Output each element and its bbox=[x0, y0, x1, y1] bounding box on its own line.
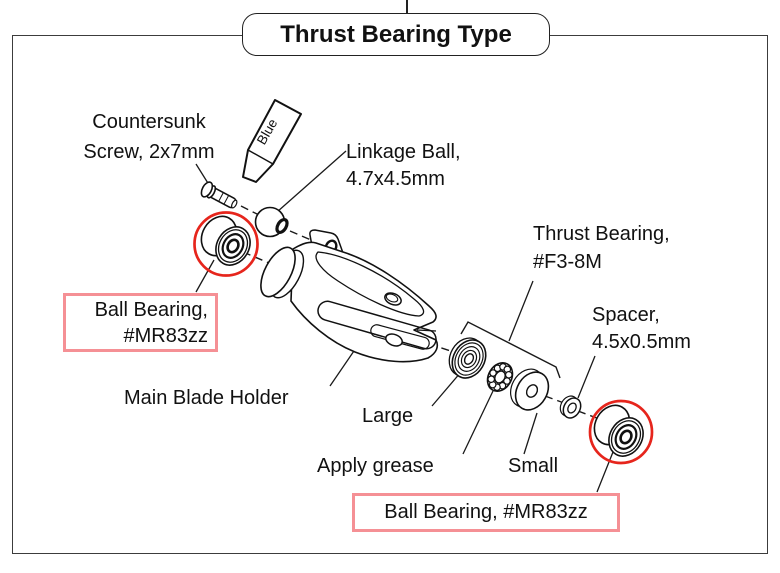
label-thrust-bearing: Thrust Bearing, #F3-8M bbox=[533, 220, 670, 276]
ball-bearing-right-drawing bbox=[593, 404, 644, 457]
label-thrust-bearing-line2: #F3-8M bbox=[533, 251, 602, 273]
label-thrust-bearing-line1: Thrust Bearing, bbox=[533, 223, 670, 245]
thrust-bearing-cage bbox=[486, 361, 514, 393]
label-spacer-line2: 4.5x0.5mm bbox=[592, 331, 691, 353]
leader-lines bbox=[195, 150, 614, 493]
label-countersunk-screw-line1: Countersunk bbox=[92, 111, 206, 133]
linkage-ball-drawing bbox=[254, 206, 289, 238]
callout-ball-bearing-left-line1: Ball Bearing, bbox=[94, 299, 208, 321]
highlight-circle-left bbox=[193, 211, 259, 277]
label-linkage-ball-line1: Linkage Ball, bbox=[346, 141, 461, 163]
spacer-drawing bbox=[559, 395, 582, 419]
frame-connector-line bbox=[406, 0, 408, 14]
label-spacer: Spacer, 4.5x0.5mm bbox=[592, 302, 691, 356]
label-countersunk-screw: Countersunk Screw, 2x7mm bbox=[70, 107, 228, 167]
callout-ball-bearing-left: Ball Bearing, #MR83zz bbox=[63, 293, 218, 352]
label-small: Small bbox=[508, 455, 559, 477]
label-linkage-ball: Linkage Ball, 4.7x4.5mm bbox=[346, 139, 461, 193]
threadlock-bottle: Blue bbox=[242, 99, 302, 183]
label-spacer-line1: Spacer, bbox=[592, 304, 660, 326]
countersunk-screw-drawing bbox=[200, 181, 238, 209]
callout-ball-bearing-right: Ball Bearing, #MR83zz bbox=[352, 493, 620, 532]
highlight-circle-right bbox=[588, 399, 654, 465]
label-large: Large bbox=[362, 405, 414, 427]
label-apply-grease: Apply grease bbox=[317, 455, 434, 477]
label-main-blade-holder: Main Blade Holder bbox=[124, 387, 289, 409]
label-countersunk-screw-line2: Screw, 2x7mm bbox=[83, 141, 215, 163]
thrust-bearing-small-washer bbox=[510, 368, 550, 411]
callout-bracket bbox=[460, 321, 561, 379]
thrust-bearing-large-washer bbox=[448, 337, 487, 379]
callout-ball-bearing-left-line2: #MR83zz bbox=[123, 325, 208, 347]
ball-bearing-left-drawing bbox=[200, 215, 251, 266]
main-blade-holder-drawing bbox=[260, 229, 439, 363]
label-linkage-ball-line2: 4.7x4.5mm bbox=[346, 168, 445, 190]
page-title: Thrust Bearing Type bbox=[242, 13, 550, 56]
